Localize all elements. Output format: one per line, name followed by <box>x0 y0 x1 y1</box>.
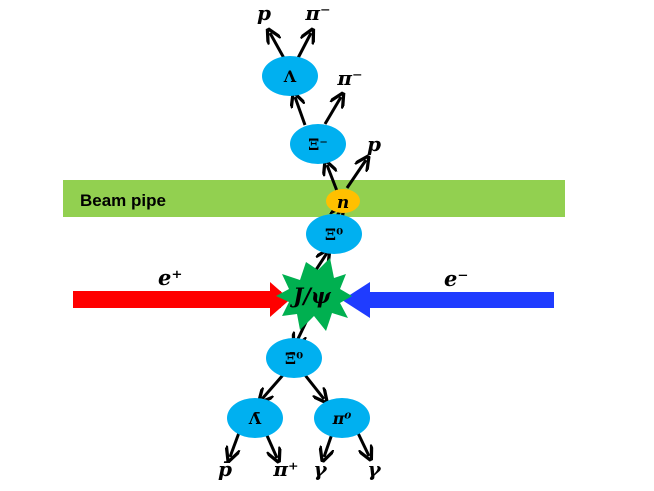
product-p-scatter: p <box>367 132 381 156</box>
arrow-lambda-to-p <box>270 33 287 61</box>
arrow-anti-lambda-to-anti-p <box>230 429 242 457</box>
neutron-label: n <box>337 193 349 213</box>
product-p-top: p <box>257 1 271 25</box>
arrow-anti-xi0-to-anti-lambda <box>262 374 285 399</box>
anti-xi0-node <box>266 338 322 378</box>
xi-minus-node <box>290 124 346 164</box>
collision-star <box>276 258 352 331</box>
beam-pipe <box>63 180 565 217</box>
anti-lambda-label: Λ̄ <box>248 409 262 428</box>
arrow-pi0-to-gamma-2 <box>355 430 369 456</box>
xi0-label: Ξ⁰ <box>325 225 343 244</box>
pi0-node <box>314 398 370 438</box>
anti-xi0-label: Ξ̄⁰ <box>285 349 303 368</box>
arrow-xi-minus-to-pi-minus <box>323 97 341 125</box>
decay-arrows <box>230 33 369 458</box>
lambda-label: Λ <box>283 67 297 86</box>
product-anti-p: p̄ <box>218 457 232 481</box>
arrow-xi-minus-to-lambda <box>295 97 307 126</box>
xi0-node <box>306 214 362 254</box>
product-gamma-2: γ <box>367 457 381 481</box>
pi0-label: π⁰ <box>332 409 352 428</box>
product-pi-plus: π⁺ <box>272 457 298 481</box>
arrow-neutron-to-p <box>345 160 366 189</box>
positron-beam <box>73 282 290 317</box>
xi-minus-label: Ξ⁻ <box>308 135 328 154</box>
arrow-anti-xi0-to-pi0 <box>303 374 324 399</box>
anti-lambda-node <box>227 398 283 438</box>
electron-beam <box>342 282 554 318</box>
product-gamma-1: γ <box>313 457 327 481</box>
electron-label: e⁻ <box>444 266 468 291</box>
positron-label: e⁺ <box>158 265 182 290</box>
arrow-neutron-to-xi-minus <box>327 165 339 192</box>
product-pi-minus-mid: π⁻ <box>336 66 362 90</box>
collision-label: J/ψ <box>289 283 332 308</box>
arrow-lambda-to-pi-minus <box>295 33 311 61</box>
beam-pipe-label: Beam pipe <box>80 191 166 210</box>
product-pi-minus-top: π⁻ <box>304 1 330 25</box>
lambda-node <box>262 56 318 96</box>
neutron-node <box>326 189 360 213</box>
